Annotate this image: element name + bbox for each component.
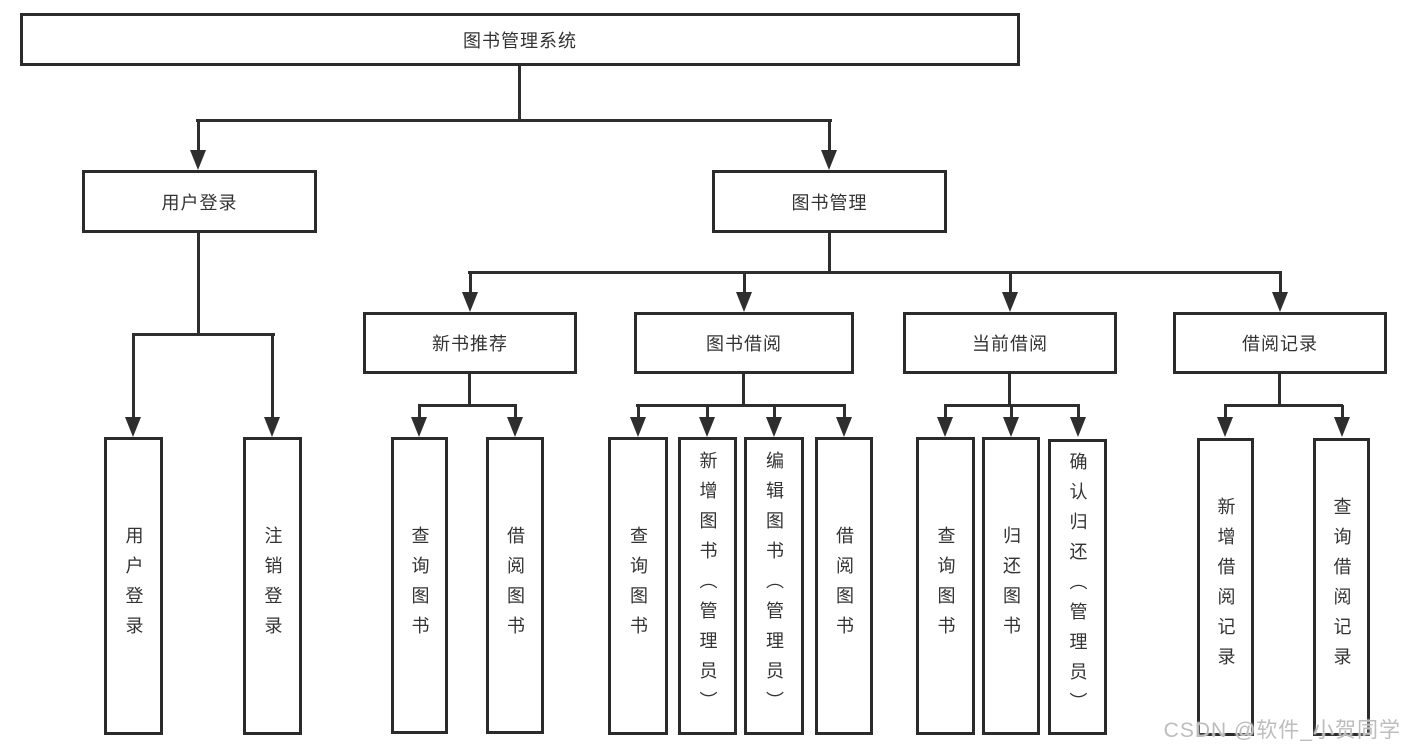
connector-current-stem <box>1008 374 1011 407</box>
connector-borrow-stem <box>742 374 745 407</box>
connector-user-leaves-rail <box>132 333 275 336</box>
connector-records-rail <box>1224 404 1343 407</box>
arrow-down-icon <box>190 120 206 170</box>
leaf-records-add-record-label: 新增借阅记录 <box>1215 497 1236 677</box>
leaf-logout: 注销登录 <box>243 437 302 735</box>
leaf-borrow-add-books-admin-label: 新增图书（管理员） <box>697 451 718 721</box>
arrow-down-icon <box>1070 405 1086 437</box>
node-borrow-records: 借阅记录 <box>1173 312 1387 374</box>
leaf-user-login-label: 用户登录 <box>123 526 144 646</box>
leaf-newbook-borrow-books-label: 借阅图书 <box>505 525 525 646</box>
arrow-down-icon <box>836 405 852 437</box>
leaf-borrow-query-books: 查询图书 <box>608 437 668 735</box>
arrow-down-icon <box>736 272 752 312</box>
leaf-borrow-borrow-books-label: 借阅图书 <box>834 526 854 646</box>
arrow-down-icon <box>1002 272 1018 312</box>
leaf-user-login: 用户登录 <box>104 437 163 735</box>
connector-borrow-rail <box>636 404 846 407</box>
leaf-records-add-record: 新增借阅记录 <box>1197 438 1254 736</box>
leaf-current-return-books: 归还图书 <box>982 437 1040 735</box>
arrow-down-icon <box>462 272 478 312</box>
connector-newbook-rail <box>418 404 517 407</box>
leaf-newbook-query-books: 查询图书 <box>391 437 448 734</box>
connector-user-login-stem <box>197 233 200 336</box>
connector-level3-rail <box>468 271 1282 274</box>
node-current-borrow: 当前借阅 <box>903 312 1117 374</box>
arrow-down-icon <box>1003 405 1019 437</box>
node-new-book-recommend-label: 新书推荐 <box>432 334 508 354</box>
node-borrow-records-label: 借阅记录 <box>1242 334 1318 354</box>
leaf-current-query-books-label: 查询图书 <box>935 526 956 646</box>
node-user-login: 用户登录 <box>82 170 317 233</box>
connector-newbook-stem <box>468 374 471 407</box>
node-book-borrow-label: 图书借阅 <box>706 334 782 354</box>
leaf-records-query-record: 查询借阅记录 <box>1313 438 1370 736</box>
connector-book-management-stem <box>828 233 831 274</box>
leaf-newbook-borrow-books: 借阅图书 <box>486 437 544 734</box>
leaf-records-query-record-label: 查询借阅记录 <box>1331 497 1352 677</box>
node-root-label: 图书管理系统 <box>463 30 577 51</box>
leaf-borrow-edit-books-admin: 编辑图书（管理员） <box>744 437 804 735</box>
leaf-borrow-edit-books-admin-label: 编辑图书（管理员） <box>764 451 784 721</box>
arrow-down-icon <box>264 334 280 437</box>
node-book-management-label: 图书管理 <box>791 192 868 213</box>
node-book-management: 图书管理 <box>712 170 947 233</box>
connector-level2-rail <box>196 119 832 122</box>
csdn-watermark: CSDN @软件_小贺同学 <box>1163 719 1401 742</box>
node-book-borrow: 图书借阅 <box>634 312 854 374</box>
arrow-down-icon <box>766 405 782 437</box>
node-user-login-label: 用户登录 <box>161 192 238 213</box>
node-root: 图书管理系统 <box>20 13 1020 66</box>
connector-root-stem <box>518 66 521 122</box>
node-new-book-recommend: 新书推荐 <box>363 312 577 374</box>
arrow-down-icon <box>1217 405 1233 437</box>
arrow-down-icon <box>1272 272 1288 312</box>
connector-records-stem <box>1278 374 1281 407</box>
arrow-down-icon <box>507 405 523 437</box>
leaf-current-confirm-return-admin: 确认归还（管理员） <box>1048 439 1107 735</box>
leaf-current-return-books-label: 归还图书 <box>1001 526 1021 646</box>
arrow-down-icon <box>125 334 141 437</box>
leaf-newbook-query-books-label: 查询图书 <box>409 525 430 646</box>
arrow-down-icon <box>937 405 953 437</box>
arrow-down-icon <box>699 405 715 437</box>
arrow-down-icon <box>821 120 837 170</box>
leaf-borrow-query-books-label: 查询图书 <box>628 526 648 646</box>
leaf-current-query-books: 查询图书 <box>916 437 975 735</box>
node-current-borrow-label: 当前借阅 <box>972 334 1048 354</box>
leaf-borrow-add-books-admin: 新增图书（管理员） <box>678 437 737 735</box>
arrow-down-icon <box>411 405 427 437</box>
arrow-down-icon <box>1334 405 1350 437</box>
arrow-down-icon <box>630 405 646 437</box>
leaf-borrow-borrow-books: 借阅图书 <box>815 437 873 735</box>
leaf-logout-label: 注销登录 <box>262 526 283 646</box>
leaf-current-confirm-return-admin-label: 确认归还（管理员） <box>1067 452 1088 722</box>
